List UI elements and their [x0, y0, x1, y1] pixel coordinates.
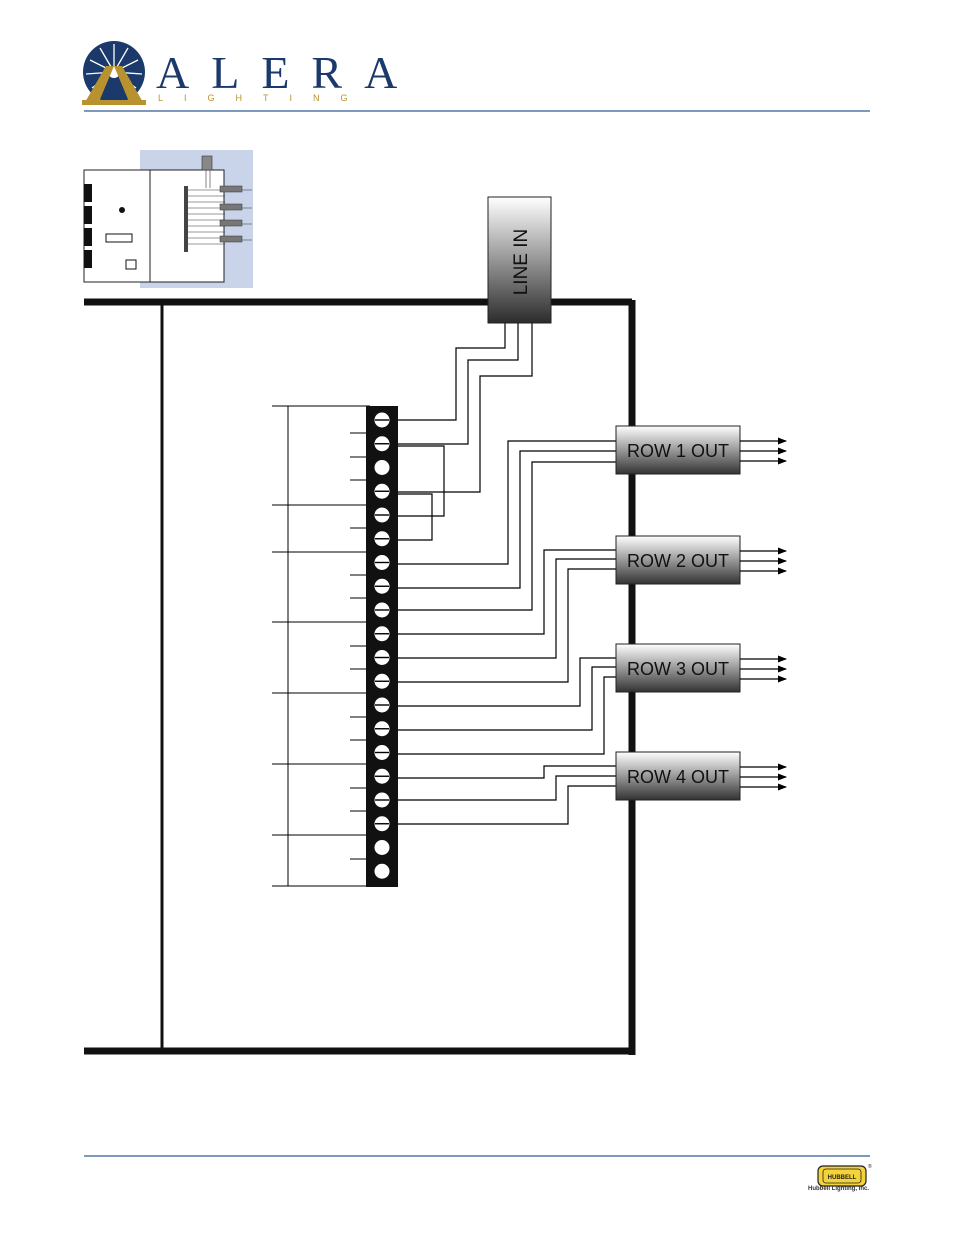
row-2-out-block: ROW 2 OUT [616, 536, 786, 584]
row-1-out-block: ROW 1 OUT [616, 426, 786, 474]
row-3-out-label: ROW 3 OUT [627, 659, 729, 679]
terminal-screw-20 [375, 864, 390, 879]
row-output-wires [398, 441, 616, 824]
row-1-out-label: ROW 1 OUT [627, 441, 729, 461]
enclosure-frame [84, 300, 632, 1055]
row-output-blocks: ROW 1 OUT ROW 2 OUT ROW 3 OUT ROW 4 OUT [616, 426, 786, 800]
footer-rule [84, 1155, 870, 1157]
line-in-wires [398, 322, 532, 540]
row-2-out-label: ROW 2 OUT [627, 551, 729, 571]
terminal-screw-19 [375, 840, 390, 855]
hubbell-caption: Hubbell Lighting, Inc. [808, 1186, 869, 1192]
row-3-out-block: ROW 3 OUT [616, 644, 786, 692]
hubbell-logo-text: HUBBELL [828, 1175, 857, 1181]
line-in-block: LINE IN [488, 197, 551, 323]
row-4-out-block: ROW 4 OUT [616, 752, 786, 800]
line-in-label: LINE IN [511, 229, 532, 296]
hubbell-logo-icon: HUBBELL ® [816, 1163, 872, 1187]
row-4-out-label: ROW 4 OUT [627, 767, 729, 787]
terminal-label-brackets [272, 406, 370, 886]
terminal-screw-3 [375, 460, 390, 475]
terminal-strip [366, 406, 398, 887]
svg-text:®: ® [868, 1163, 872, 1170]
